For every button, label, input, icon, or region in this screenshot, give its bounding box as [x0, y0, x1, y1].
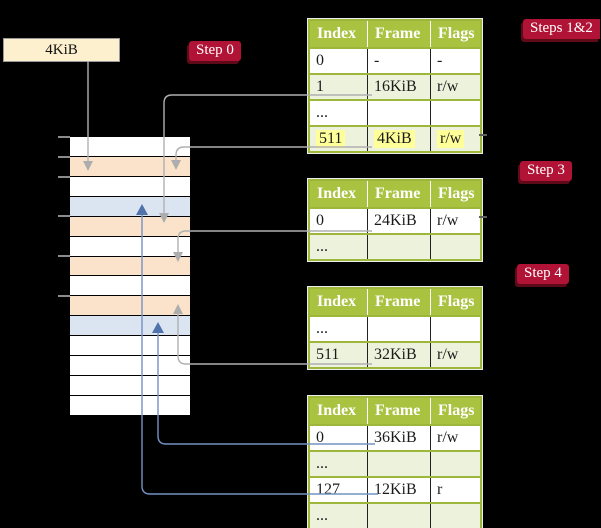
memory-row — [70, 295, 190, 316]
table-row: 127 12KiB r — [310, 476, 480, 502]
cell-frame — [367, 504, 430, 528]
cell-frame: 36KiB — [367, 426, 430, 450]
table-row: ... — [310, 502, 480, 528]
memory-row — [70, 355, 190, 376]
table-header-row: Index Frame Flags — [310, 289, 480, 315]
highlight: r/w — [437, 130, 465, 148]
col-header-index: Index — [317, 25, 357, 42]
table-row: ... — [310, 233, 480, 259]
page-size-box: 4KiB — [3, 38, 120, 62]
cell-flags — [430, 452, 480, 476]
memory-row — [70, 275, 190, 296]
table-row: 1 16KiB r/w — [310, 73, 480, 99]
memory-tick — [58, 136, 70, 138]
badge-steps-1-2: Steps 1&2 — [523, 19, 600, 39]
cell-frame: 4KiB — [367, 127, 430, 151]
col-header-flags: Flags — [430, 21, 480, 47]
table-row: ... — [310, 450, 480, 476]
memory-row — [70, 137, 190, 156]
table-row: 0 36KiB r/w — [310, 424, 480, 450]
cell-index: 0 — [316, 52, 324, 69]
page-table-4: Index Frame Flags 0 36KiB r/w ... 127 12… — [308, 396, 482, 528]
cell-index: 0 — [316, 429, 324, 446]
cell-index: ... — [316, 507, 328, 524]
cell-flags: r/w — [430, 343, 480, 367]
memory-row — [70, 375, 190, 395]
col-header-frame: Frame — [367, 21, 430, 47]
cell-frame — [367, 452, 430, 476]
memory-row — [70, 394, 190, 415]
col-header-flags: Flags — [430, 398, 480, 424]
cell-frame — [367, 101, 430, 125]
cell-index: ... — [316, 104, 328, 121]
table-row: ... — [310, 315, 480, 341]
cell-index: 511 — [310, 127, 367, 151]
memory-row — [70, 335, 190, 356]
memory-tick — [58, 176, 70, 178]
cell-index: ... — [316, 455, 328, 472]
badge-step-3: Step 3 — [520, 161, 572, 181]
col-header-frame: Frame — [367, 398, 430, 424]
cell-frame: 16KiB — [367, 75, 430, 99]
cell-flags: r — [430, 478, 480, 502]
cell-index: ... — [316, 238, 328, 255]
memory-row — [70, 235, 190, 256]
memory-tick — [58, 295, 70, 297]
cell-flags — [430, 101, 480, 125]
table-row: 0 24KiB r/w — [310, 207, 480, 233]
table-row: ... — [310, 99, 480, 125]
badge-step-4: Step 4 — [517, 264, 569, 284]
cell-flags — [430, 235, 480, 259]
col-header-index: Index — [317, 293, 357, 310]
col-header-index: Index — [317, 402, 357, 419]
memory-row — [70, 215, 190, 236]
table-row-highlighted: 511 4KiB r/w — [310, 125, 480, 151]
col-header-flags: Flags — [430, 289, 480, 315]
page-table-2: Index Frame Flags 0 24KiB r/w ... — [308, 179, 482, 261]
memory-tick — [58, 156, 70, 158]
table-row: 511 32KiB r/w — [310, 341, 480, 367]
col-header-index: Index — [317, 185, 357, 202]
cell-index: 0 — [316, 212, 324, 229]
cell-flags — [430, 504, 480, 528]
cell-flags: r/w — [430, 209, 480, 233]
cell-flags: r/w — [430, 426, 480, 450]
cell-frame: 32KiB — [367, 343, 430, 367]
cell-index: 127 — [316, 481, 340, 498]
table-header-row: Index Frame Flags — [310, 398, 480, 424]
col-header-flags: Flags — [430, 181, 480, 207]
cell-index: 1 — [316, 78, 324, 95]
cell-index: ... — [316, 320, 328, 337]
cell-flags: r/w — [430, 127, 480, 151]
cell-flags: r/w — [430, 75, 480, 99]
badge-step-0: Step 0 — [189, 41, 241, 61]
col-header-frame: Frame — [367, 289, 430, 315]
table-header-row: Index Frame Flags — [310, 181, 480, 207]
cell-flags — [430, 317, 480, 341]
cell-frame: 24KiB — [367, 209, 430, 233]
cell-frame — [367, 317, 430, 341]
memory-tick — [58, 215, 70, 217]
page-table-1: Index Frame Flags 0 - - 1 16KiB r/w ... … — [308, 19, 482, 153]
page-table-3: Index Frame Flags ... 511 32KiB r/w — [308, 287, 482, 369]
memory-row — [70, 195, 190, 216]
cell-index: 511 — [316, 346, 340, 363]
highlight: 511 — [316, 130, 346, 148]
memory-row — [70, 255, 190, 276]
memory-row — [70, 155, 190, 176]
memory-tick — [58, 255, 70, 257]
physical-memory-column — [70, 137, 190, 415]
memory-row — [70, 175, 190, 196]
memory-row — [70, 315, 190, 336]
table-row: 0 - - — [310, 47, 480, 73]
page-size-label: 4KiB — [45, 41, 78, 58]
cell-flags: - — [430, 49, 480, 73]
col-header-frame: Frame — [367, 181, 430, 207]
cell-frame — [367, 235, 430, 259]
table-header-row: Index Frame Flags — [310, 21, 480, 47]
cell-frame: - — [367, 49, 430, 73]
cell-frame: 12KiB — [367, 478, 430, 502]
highlight: 4KiB — [374, 130, 415, 148]
